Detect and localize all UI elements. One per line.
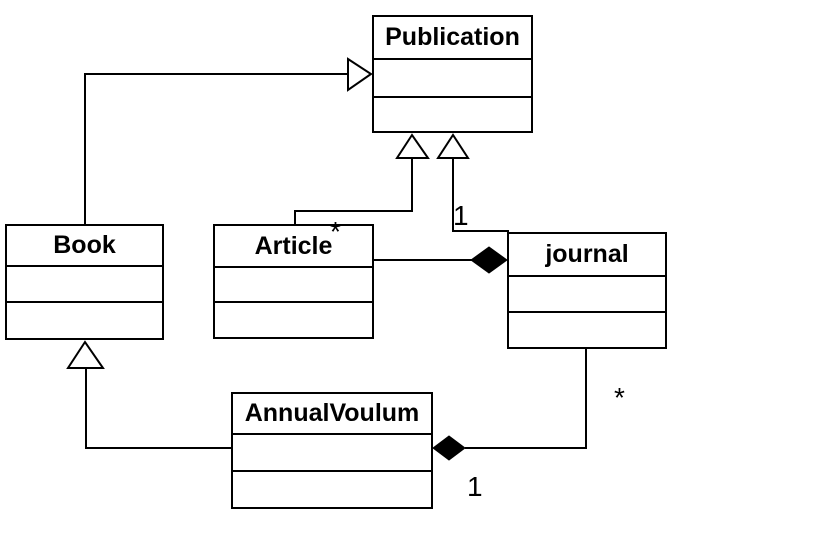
class-name-article: Article bbox=[215, 226, 372, 268]
annualvoulum-attributes-compartment bbox=[233, 435, 431, 472]
generalization-journal-to-publication bbox=[436, 133, 509, 232]
multiplicity-journal-part-end: * bbox=[614, 382, 625, 413]
class-box-article: Article bbox=[213, 224, 374, 339]
composition-journal-article bbox=[373, 246, 508, 274]
journal-attributes-compartment bbox=[509, 277, 665, 313]
book-attributes-compartment bbox=[7, 267, 162, 303]
composition-line bbox=[465, 349, 587, 449]
annualvoulum-operations-compartment bbox=[233, 472, 431, 507]
generalization-line bbox=[84, 73, 348, 224]
generalization-arrowhead-icon bbox=[436, 133, 470, 159]
generalization-book-to-publication bbox=[84, 57, 373, 224]
journal-operations-compartment bbox=[509, 313, 665, 347]
class-box-book: Book bbox=[5, 224, 164, 340]
class-box-annualvoulum: AnnualVoulum bbox=[231, 392, 433, 509]
class-box-publication: Publication bbox=[372, 15, 533, 133]
composition-diamond-icon bbox=[470, 246, 508, 274]
composition-diamond-icon bbox=[432, 435, 466, 461]
generalization-article-to-publication bbox=[294, 133, 430, 224]
publication-attributes-compartment bbox=[374, 60, 531, 98]
class-name-annualvoulum: AnnualVoulum bbox=[233, 394, 431, 435]
composition-annualvoulum-journal bbox=[432, 349, 587, 461]
class-name-journal: journal bbox=[509, 234, 665, 277]
multiplicity-annualvoulum-whole-end: 1 bbox=[467, 471, 483, 502]
generalization-arrowhead-icon bbox=[347, 57, 373, 92]
class-name-publication: Publication bbox=[374, 17, 531, 60]
generalization-line bbox=[452, 158, 509, 232]
generalization-arrowhead-icon bbox=[395, 133, 430, 159]
generalization-annualvoulum-to-book bbox=[66, 340, 231, 449]
class-name-book: Book bbox=[7, 226, 162, 267]
generalization-line bbox=[294, 158, 413, 224]
article-attributes-compartment bbox=[215, 268, 372, 303]
book-operations-compartment bbox=[7, 303, 162, 338]
publication-operations-compartment bbox=[374, 98, 531, 131]
generalization-arrowhead-icon bbox=[66, 340, 105, 369]
article-operations-compartment bbox=[215, 303, 372, 337]
multiplicity-article-part-end: * bbox=[330, 216, 341, 247]
class-box-journal: journal bbox=[507, 232, 667, 349]
multiplicity-journal-whole-end: 1 bbox=[453, 200, 469, 231]
generalization-line bbox=[85, 367, 231, 449]
